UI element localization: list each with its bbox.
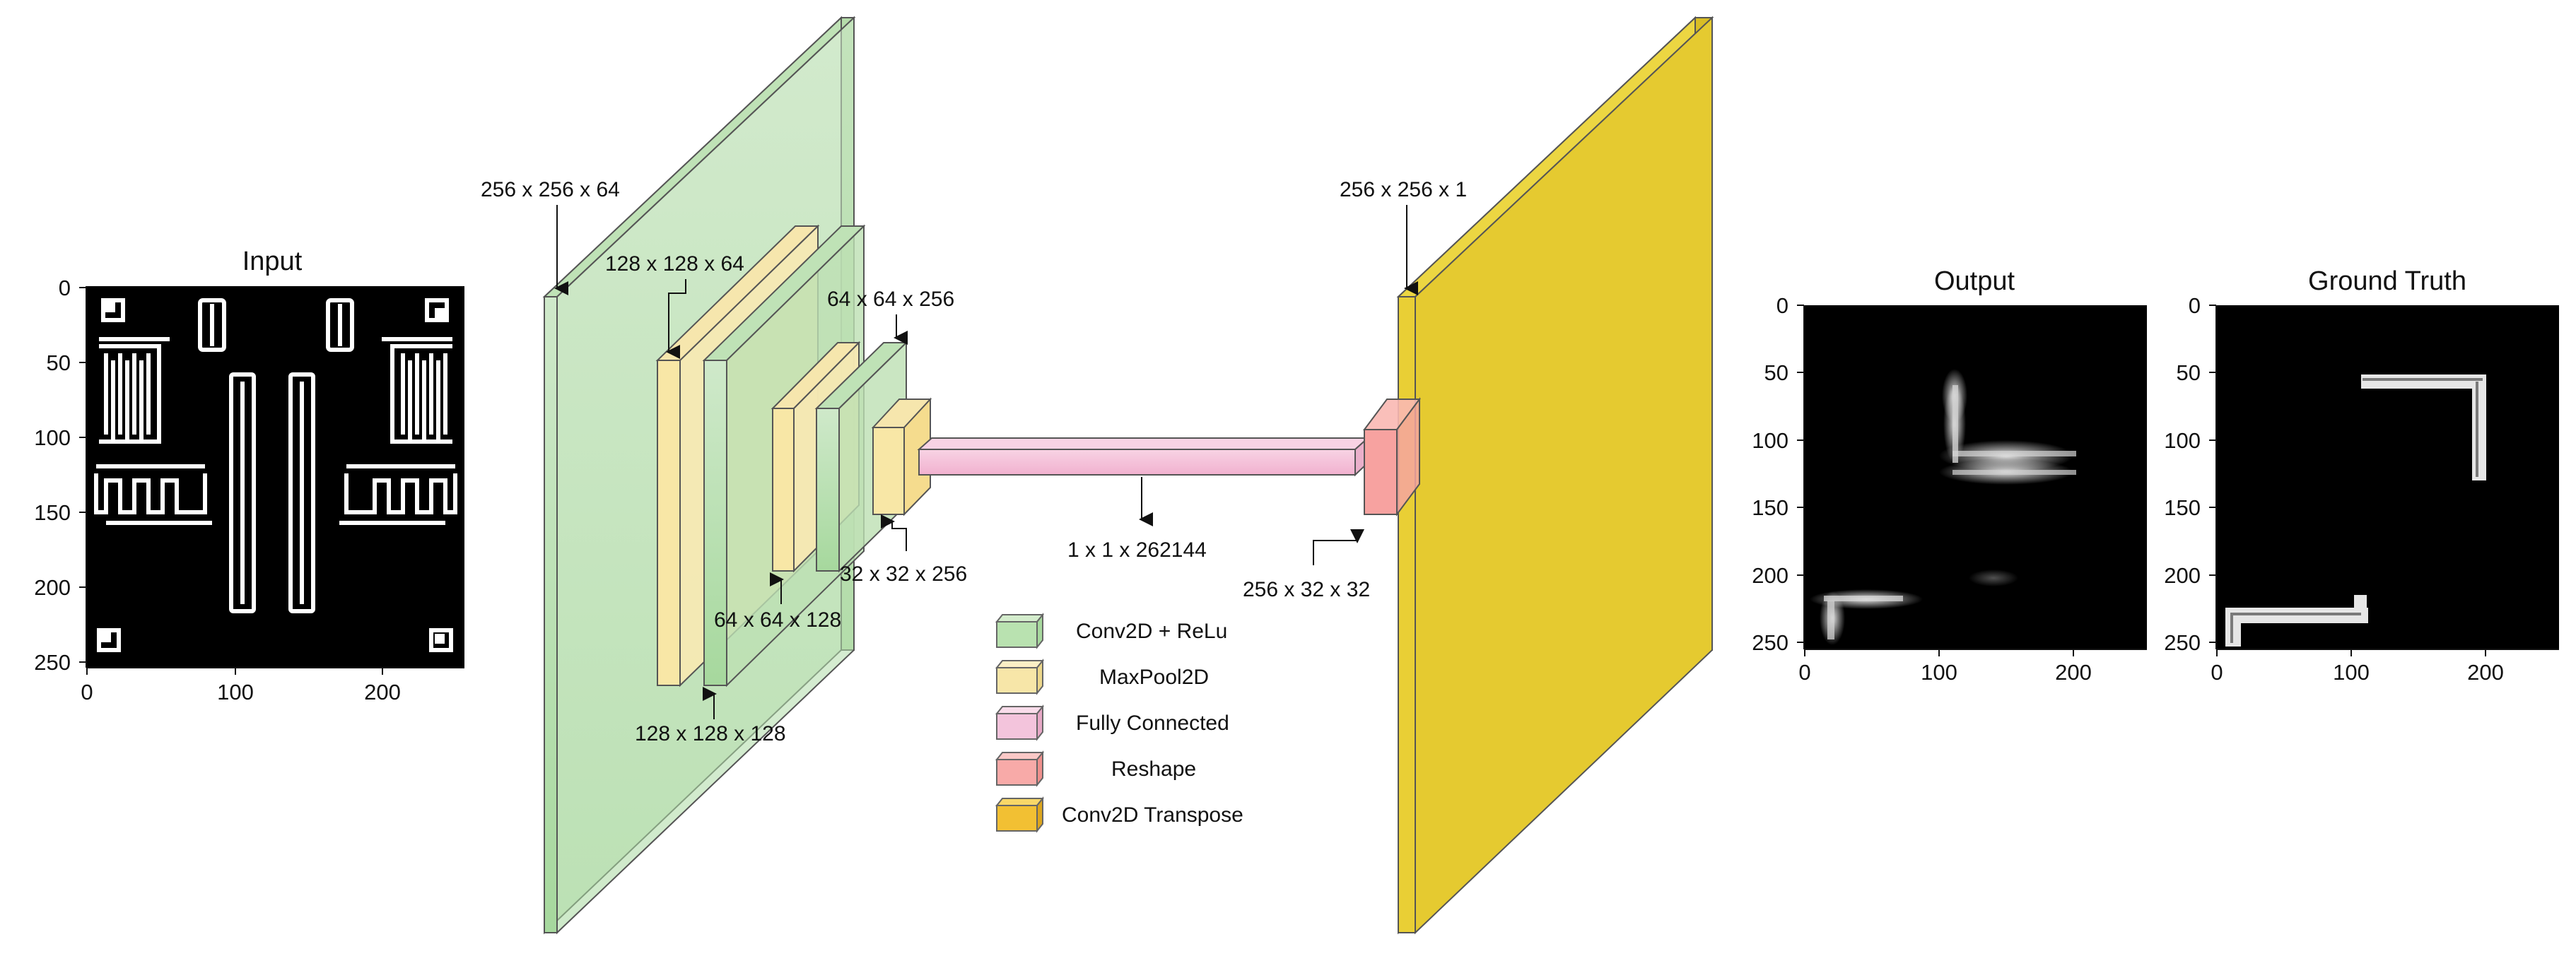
input-x-tick: 200 (364, 680, 401, 704)
input-y-tick: 50 (47, 350, 71, 375)
layer-annotations: 256 x 256 x 64 128 x 128 x 64 128 x 128 … (481, 178, 1467, 745)
label-conv3: 64 x 64 x 256 (827, 288, 954, 311)
legend-item-reshape (995, 750, 1045, 787)
fc-block (917, 436, 1370, 477)
ground-truth-y-axis (2209, 305, 2217, 649)
label-pool3: 32 x 32 x 256 (840, 562, 967, 586)
legend-label: Conv2D Transpose (1062, 803, 1243, 827)
input-y-tick: 150 (34, 500, 71, 525)
input-plot-title: Input (242, 247, 303, 276)
legend-label: Fully Connected (1076, 712, 1229, 735)
output-x-tick: 0 (1798, 660, 1810, 685)
legend-item-conv (995, 613, 1045, 649)
label-fc: 1 x 1 x 262144 (1067, 538, 1207, 562)
legend: Conv2D + ReLu MaxPool2D Fully Connected … (995, 613, 1243, 833)
input-x-axis (86, 667, 464, 675)
arrow-pool1 (666, 279, 686, 359)
legend-label: Reshape (1111, 757, 1196, 781)
legend-label: Conv2D + ReLu (1076, 620, 1227, 643)
label-conv2: 128 x 128 x 128 (635, 722, 786, 745)
legend-label: MaxPool2D (1099, 666, 1209, 689)
reshape-block (1363, 396, 1421, 517)
output-y-tick: 50 (1764, 360, 1788, 385)
ground-truth-y-tick: 0 (2189, 293, 2201, 318)
ground-truth-x-tick: 200 (2467, 660, 2504, 685)
input-image-pattern (94, 298, 457, 652)
ground-truth-y-tick: 250 (2164, 630, 2201, 655)
arrow-pool3 (881, 514, 907, 551)
output-y-tick: 250 (1752, 630, 1788, 655)
output-x-tick: 100 (1921, 660, 1957, 685)
pool3-block (871, 397, 932, 517)
ground-truth-plot: Ground Truth 0 50 100 150 200 250 (2164, 266, 2559, 685)
input-y-tick: 0 (59, 276, 71, 300)
ground-truth-image-path (2225, 374, 2486, 647)
output-y-tick: 100 (1752, 428, 1788, 453)
label-pool1: 128 x 128 x 64 (605, 252, 744, 276)
input-x-tick: 100 (217, 680, 254, 704)
label-output: 256 x 256 x 1 (1340, 178, 1467, 201)
input-y-tick: 250 (34, 650, 71, 675)
output-x-tick: 200 (2055, 660, 2092, 685)
legend-item-maxpool (995, 659, 1045, 695)
output-block (1396, 16, 1714, 935)
input-image (86, 286, 464, 668)
network-diagram (542, 16, 1714, 935)
output-image-prediction (1810, 369, 2076, 645)
label-pool2: 64 x 64 x 128 (714, 608, 841, 632)
ground-truth-plot-title: Ground Truth (2308, 266, 2466, 296)
input-y-tick: 100 (34, 425, 71, 450)
output-y-tick: 200 (1752, 563, 1788, 588)
ground-truth-y-tick: 50 (2177, 360, 2201, 385)
label-reshape: 256 x 32 x 32 (1243, 578, 1370, 601)
ground-truth-x-axis (2216, 649, 2559, 656)
legend-item-fc (995, 704, 1045, 741)
input-plot: Input (34, 247, 464, 704)
arrow-reshape (1313, 529, 1364, 565)
input-y-axis (79, 286, 87, 668)
ground-truth-x-tick: 100 (2333, 660, 2370, 685)
ground-truth-x-tick: 0 (2211, 660, 2223, 685)
output-y-tick: 150 (1752, 495, 1788, 520)
input-x-tick: 0 (81, 680, 93, 704)
legend-item-transpose (995, 796, 1045, 833)
output-y-tick: 0 (1776, 293, 1788, 318)
output-plot: Output 0 50 100 150 200 250 (1752, 266, 2147, 685)
ground-truth-y-tick: 200 (2164, 563, 2201, 588)
output-x-axis (1804, 649, 2147, 656)
input-y-tick: 200 (34, 575, 71, 600)
ground-truth-y-tick: 100 (2164, 428, 2201, 453)
ground-truth-image (2216, 305, 2559, 649)
label-conv1: 256 x 256 x 64 (481, 178, 620, 201)
ground-truth-y-tick: 150 (2164, 495, 2201, 520)
output-plot-title: Output (1934, 266, 2015, 296)
output-y-axis (1797, 305, 1805, 649)
